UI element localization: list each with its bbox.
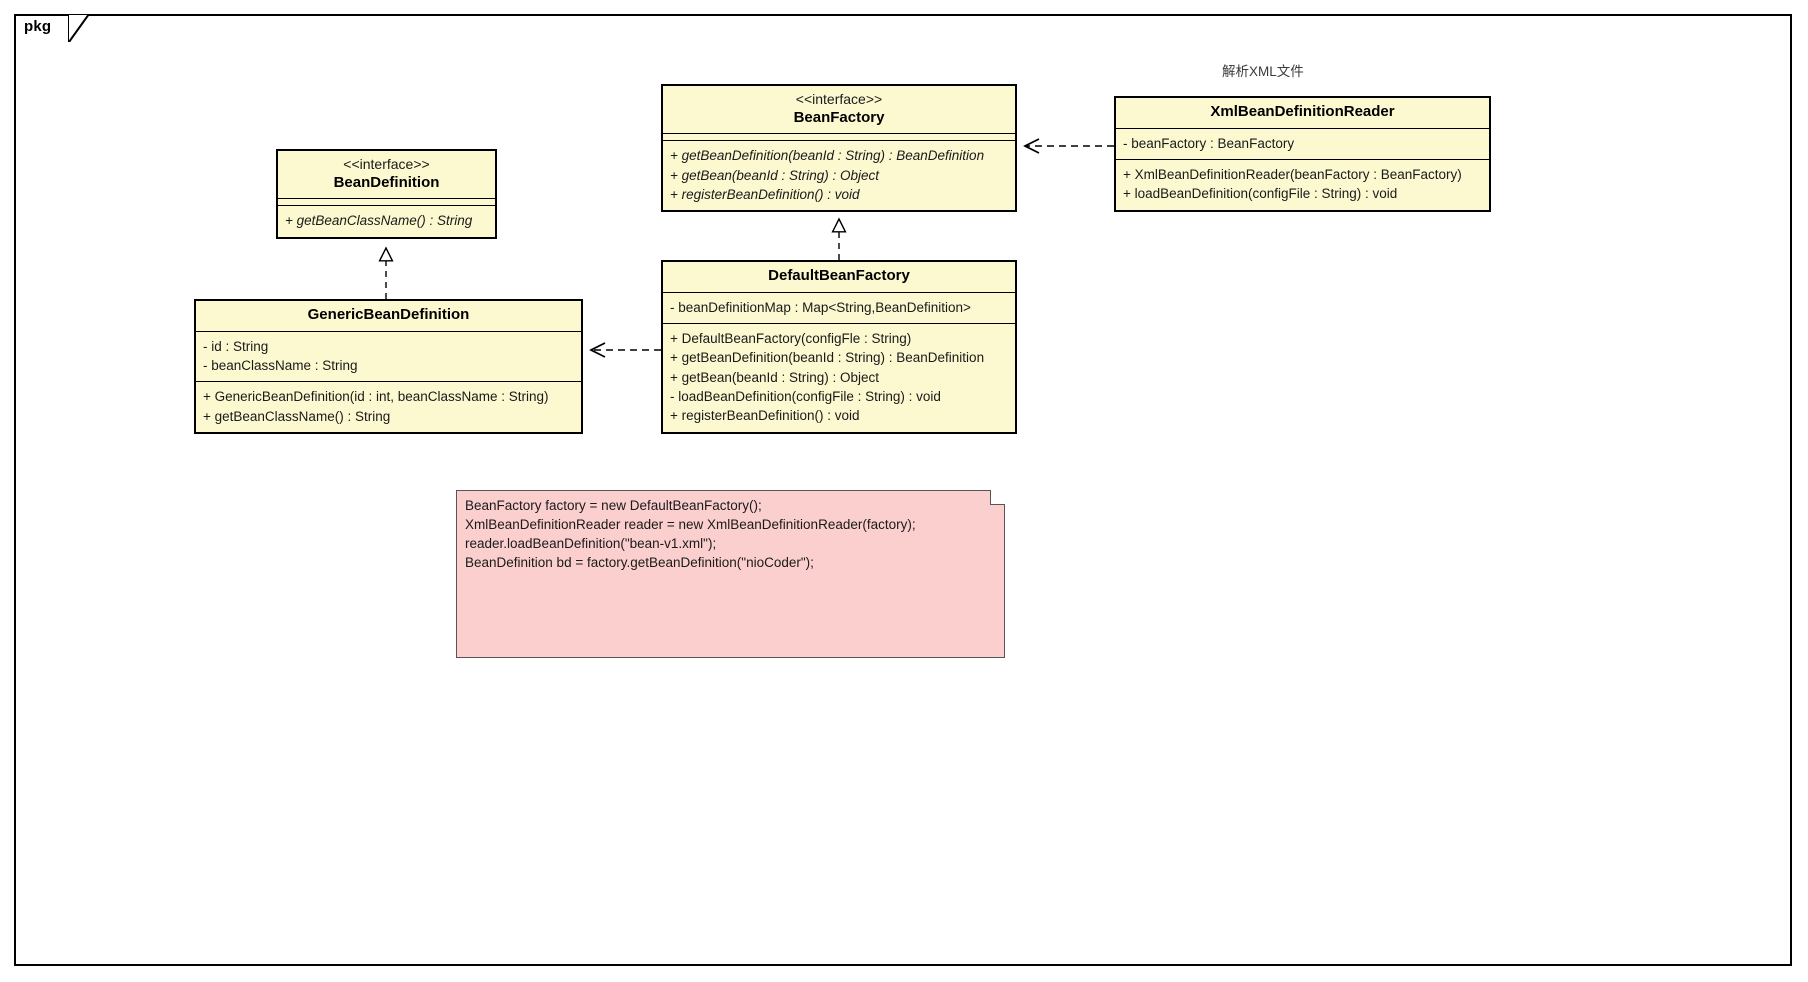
package-tab-corner-icon: [69, 14, 89, 42]
class-name-label: BeanFactory: [793, 108, 885, 126]
stereotype-label: <<interface>>: [343, 156, 430, 172]
methods-compartment-default-bean-factory: + DefaultBeanFactory(configFle : String)…: [663, 324, 1015, 431]
method-item: + getBean(beanId : String) : Object: [670, 369, 879, 385]
method-item: + DefaultBeanFactory(configFle : String): [670, 331, 912, 347]
stereotype-label: <<interface>>: [795, 91, 883, 107]
compartment-divider: [1116, 159, 1489, 161]
attribute-item: - beanClassName : String: [203, 358, 358, 374]
methods-compartment-generic-bean-definition: + GenericBeanDefinition(id : int, beanCl…: [196, 382, 581, 432]
code-note[interactable]: BeanFactory factory = new DefaultBeanFac…: [456, 490, 1005, 658]
note-line: BeanFactory factory = new DefaultBeanFac…: [465, 498, 762, 513]
methods-compartment-bean-factory: + getBeanDefinition(beanId : String) : B…: [663, 141, 1015, 210]
class-name-label: GenericBeanDefinition: [307, 306, 470, 323]
class-name-label: BeanDefinition: [333, 173, 440, 191]
note-line: reader.loadBeanDefinition("bean-v1.xml")…: [465, 535, 717, 551]
annotation-parse-xml: 解析XML文件: [1222, 64, 1304, 79]
method-item: + getBeanDefinition(beanId : String) : B…: [670, 350, 985, 366]
method-item: + XmlBeanDefinitionReader(beanFactory : …: [1123, 167, 1462, 183]
package-tab: [14, 14, 70, 42]
note-text-block: BeanFactory factory = new DefaultBeanFac…: [457, 491, 1004, 579]
class-header-bean-factory: <<interface>> BeanFactory: [663, 86, 1015, 133]
class-box-bean-factory[interactable]: <<interface>> BeanFactory + getBeanDefin…: [661, 84, 1017, 213]
class-header-generic-bean-definition: GenericBeanDefinition: [196, 301, 581, 331]
method-item: - loadBeanDefinition(configFile : String…: [670, 388, 941, 404]
method-item: + registerBeanDefinition() : void: [670, 186, 860, 202]
class-box-generic-bean-definition[interactable]: GenericBeanDefinition - id : String - be…: [194, 299, 583, 434]
methods-compartment-bean-definition: + getBeanClassName() : String: [278, 206, 495, 236]
method-item: + loadBeanDefinition(configFile : String…: [1123, 186, 1398, 202]
method-item: + GenericBeanDefinition(id : int, beanCl…: [203, 389, 549, 405]
compartment-divider: [278, 205, 495, 207]
package-tab-cover: [16, 40, 68, 44]
class-box-bean-definition[interactable]: <<interface>> BeanDefinition + getBeanCl…: [276, 149, 497, 239]
methods-compartment-xml-reader: + XmlBeanDefinitionReader(beanFactory : …: [1116, 160, 1489, 210]
attribute-item: - beanFactory : BeanFactory: [1123, 135, 1295, 151]
class-header-default-bean-factory: DefaultBeanFactory: [663, 262, 1015, 292]
compartment-divider: [278, 198, 495, 200]
compartment-divider: [663, 133, 1015, 135]
class-header-bean-definition: <<interface>> BeanDefinition: [278, 151, 495, 198]
class-box-xml-bean-definition-reader[interactable]: XmlBeanDefinitionReader - beanFactory : …: [1114, 96, 1491, 212]
attributes-compartment-default-bean-factory: - beanDefinitionMap : Map<String,BeanDef…: [663, 293, 1015, 323]
method-item: + getBeanDefinition(beanId : String) : B…: [670, 148, 985, 164]
method-item: + registerBeanDefinition() : void: [670, 408, 860, 424]
note-line: BeanDefinition bd = factory.getBeanDefin…: [465, 554, 814, 570]
attributes-compartment-generic-bean-definition: - id : String - beanClassName : String: [196, 332, 581, 382]
attribute-item: - id : String: [203, 338, 269, 354]
compartment-divider: [663, 140, 1015, 142]
class-name-label: DefaultBeanFactory: [768, 267, 910, 284]
compartment-divider: [196, 330, 581, 332]
method-item: + getBeanClassName() : String: [285, 213, 473, 229]
class-header-xml-bean-definition-reader: XmlBeanDefinitionReader: [1116, 98, 1489, 128]
class-box-default-bean-factory[interactable]: DefaultBeanFactory - beanDefinitionMap :…: [661, 260, 1017, 434]
attributes-compartment-xml-reader: - beanFactory : BeanFactory: [1116, 129, 1489, 159]
package-label: pkg: [24, 18, 52, 35]
note-line: XmlBeanDefinitionReader reader = new Xml…: [465, 516, 916, 532]
method-item: + getBeanClassName() : String: [203, 408, 391, 424]
compartment-divider: [196, 381, 581, 383]
note-fold-corner-icon: [990, 490, 1005, 505]
class-name-label: XmlBeanDefinitionReader: [1210, 103, 1395, 120]
compartment-divider: [663, 291, 1015, 293]
attribute-item: - beanDefinitionMap : Map<String,BeanDef…: [670, 299, 971, 315]
compartment-divider: [1116, 127, 1489, 129]
method-item: + getBean(beanId : String) : Object: [670, 167, 879, 183]
compartment-divider: [663, 323, 1015, 325]
